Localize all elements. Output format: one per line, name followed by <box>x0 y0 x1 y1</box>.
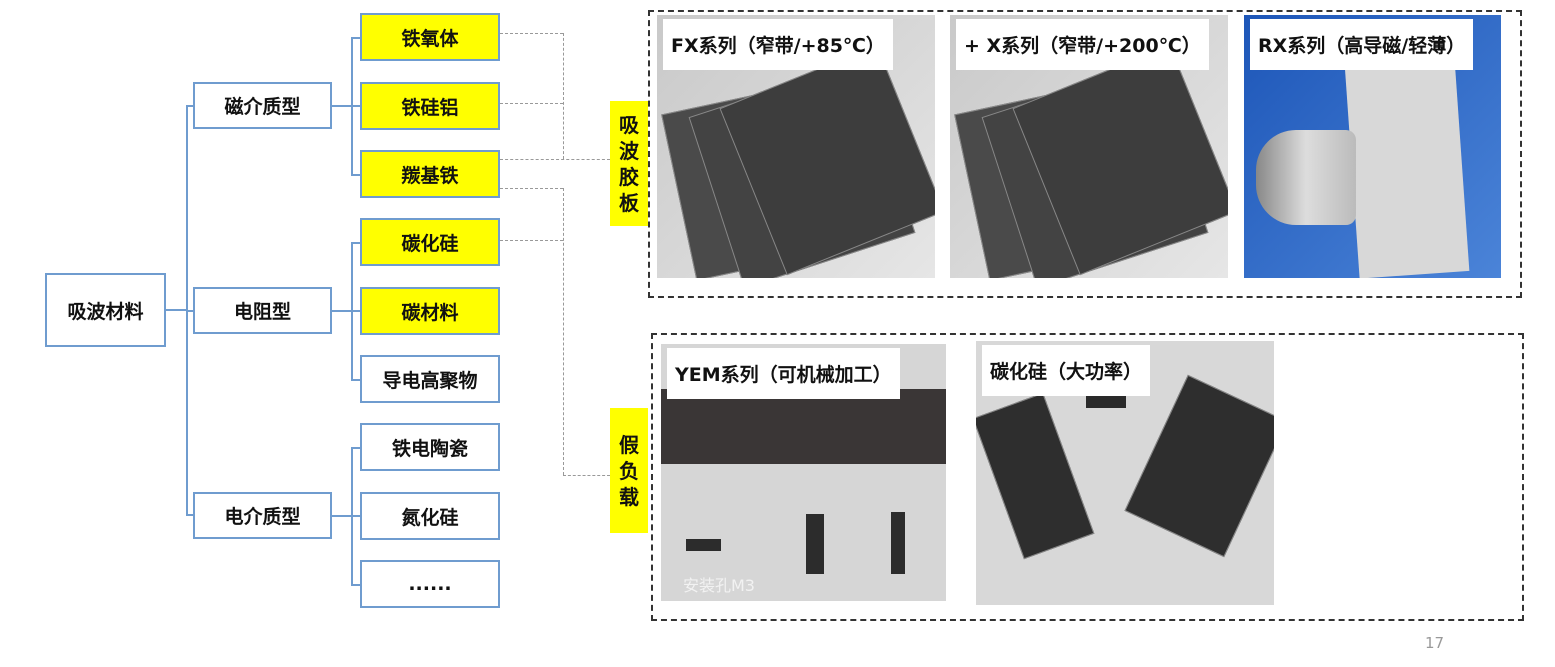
tag-char: 胶 <box>619 164 639 189</box>
root-node: 吸波材料 <box>45 273 166 347</box>
connector <box>351 37 353 175</box>
connector <box>332 310 360 312</box>
dashed-link <box>500 240 563 241</box>
tag-char: 载 <box>619 484 639 509</box>
category-resistive: 电阻型 <box>193 287 332 334</box>
dashed-link <box>500 159 610 160</box>
dummy-load-group <box>651 333 1524 621</box>
connector <box>351 447 360 449</box>
connector <box>332 515 360 517</box>
connector <box>351 584 360 586</box>
dashed-link <box>500 33 563 34</box>
page-number: 17 <box>1425 634 1445 652</box>
connector <box>351 242 360 244</box>
leaf-conductive-polymer: 导电高聚物 <box>360 355 500 403</box>
product-label: + X系列（窄带/+200℃） <box>956 19 1209 70</box>
connector <box>186 105 193 107</box>
leaf-ferroelectric-ceramic: 铁电陶瓷 <box>360 423 500 471</box>
dashed-link <box>563 33 564 159</box>
product-label: FX系列（窄带/+85℃） <box>663 19 893 70</box>
leaf-sendust: 铁硅铝 <box>360 82 500 130</box>
connector <box>351 37 360 39</box>
connector <box>186 514 193 516</box>
category-dielectric: 电介质型 <box>193 492 332 539</box>
leaf-silicon-carbide: 碳化硅 <box>360 218 500 266</box>
dashed-link <box>563 188 564 475</box>
connector <box>186 310 193 312</box>
product-photo-fx: FX系列（窄带/+85℃） <box>657 15 935 278</box>
leaf-ferrite: 铁氧体 <box>360 13 500 61</box>
product-label: 碳化硅（大功率） <box>982 345 1151 396</box>
leaf-carbonyl-iron: 羰基铁 <box>360 150 500 198</box>
tag-dummy-load: 假 负 载 <box>610 408 648 533</box>
product-photo-rx: RX系列（高导磁/轻薄） <box>1244 15 1501 278</box>
product-label: YEM系列（可机械加工） <box>667 348 900 399</box>
tag-char: 波 <box>619 138 639 163</box>
tag-char: 负 <box>619 458 639 483</box>
tag-char: 吸 <box>619 112 639 137</box>
connector <box>351 174 360 176</box>
connector <box>351 379 360 381</box>
dashed-link <box>500 103 563 104</box>
leaf-more: ...... <box>360 560 500 608</box>
photo-caption: 安装孔M3 <box>683 576 755 595</box>
absorbing-sheet-group <box>648 10 1522 298</box>
tag-char: 板 <box>619 190 639 215</box>
tag-absorbing-sheet: 吸 波 胶 板 <box>610 101 648 226</box>
product-label: RX系列（高导磁/轻薄） <box>1250 19 1474 70</box>
connector <box>351 447 353 585</box>
tag-char: 假 <box>619 432 639 457</box>
category-magnetic: 磁介质型 <box>193 82 332 129</box>
leaf-carbon: 碳材料 <box>360 287 500 335</box>
product-photo-sic: 碳化硅（大功率） <box>976 341 1274 605</box>
leaf-silicon-nitride: 氮化硅 <box>360 492 500 540</box>
connector <box>332 105 360 107</box>
connector <box>165 309 187 311</box>
connector <box>351 242 353 380</box>
dashed-link <box>500 188 563 189</box>
product-photo-yem: YEM系列（可机械加工） 安装孔M3 <box>661 344 946 601</box>
product-photo-x: + X系列（窄带/+200℃） <box>950 15 1228 278</box>
dashed-link <box>563 475 610 476</box>
